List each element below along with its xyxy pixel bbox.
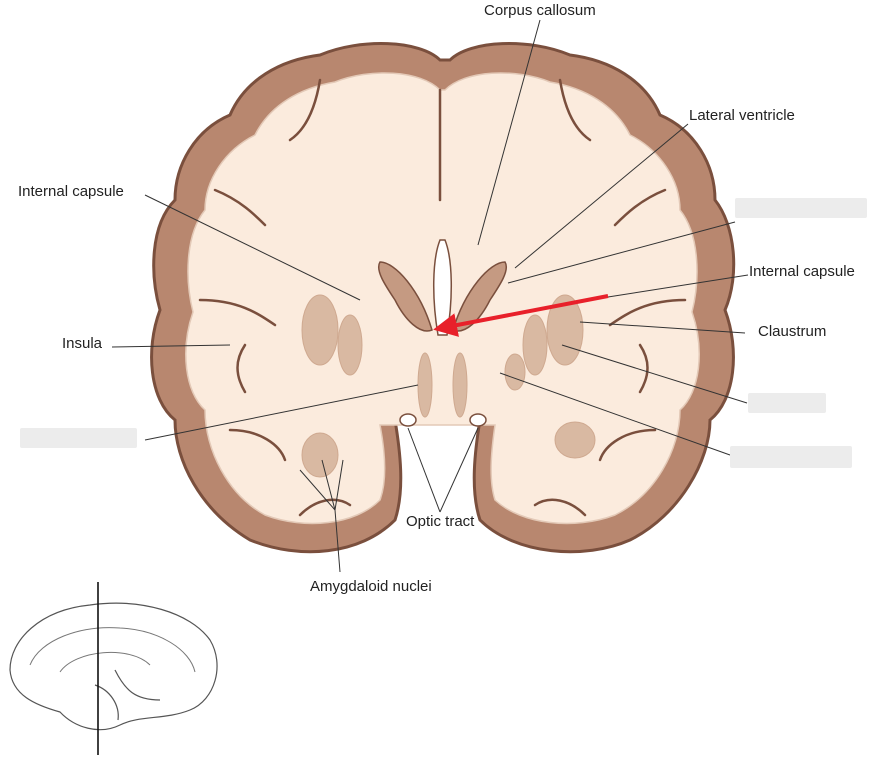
label-insula: Insula bbox=[62, 335, 103, 352]
label-amygdaloid-nuclei: Amygdaloid nuclei bbox=[310, 578, 432, 595]
label-corpus-callosum: Corpus callosum bbox=[484, 2, 596, 19]
optic-tracts bbox=[399, 413, 487, 427]
blank-label-box-3 bbox=[730, 446, 852, 468]
blank-label-box-4 bbox=[20, 428, 137, 448]
sagittal-brain-inset bbox=[9, 582, 218, 755]
red-arrow-icon bbox=[433, 294, 609, 337]
leader-lines bbox=[111, 19, 749, 573]
label-optic-tract: Optic tract bbox=[406, 513, 475, 530]
basal-nuclei bbox=[301, 294, 596, 478]
label-internal-capsule-right: Internal capsule bbox=[749, 263, 855, 280]
sulci bbox=[198, 78, 687, 517]
label-claustrum: Claustrum bbox=[758, 323, 827, 340]
blank-label-box-2 bbox=[748, 393, 826, 413]
label-lateral-ventricle: Lateral ventricle bbox=[689, 107, 795, 124]
blank-label-box-1 bbox=[735, 198, 867, 218]
label-internal-capsule-left: Internal capsule bbox=[18, 183, 124, 200]
